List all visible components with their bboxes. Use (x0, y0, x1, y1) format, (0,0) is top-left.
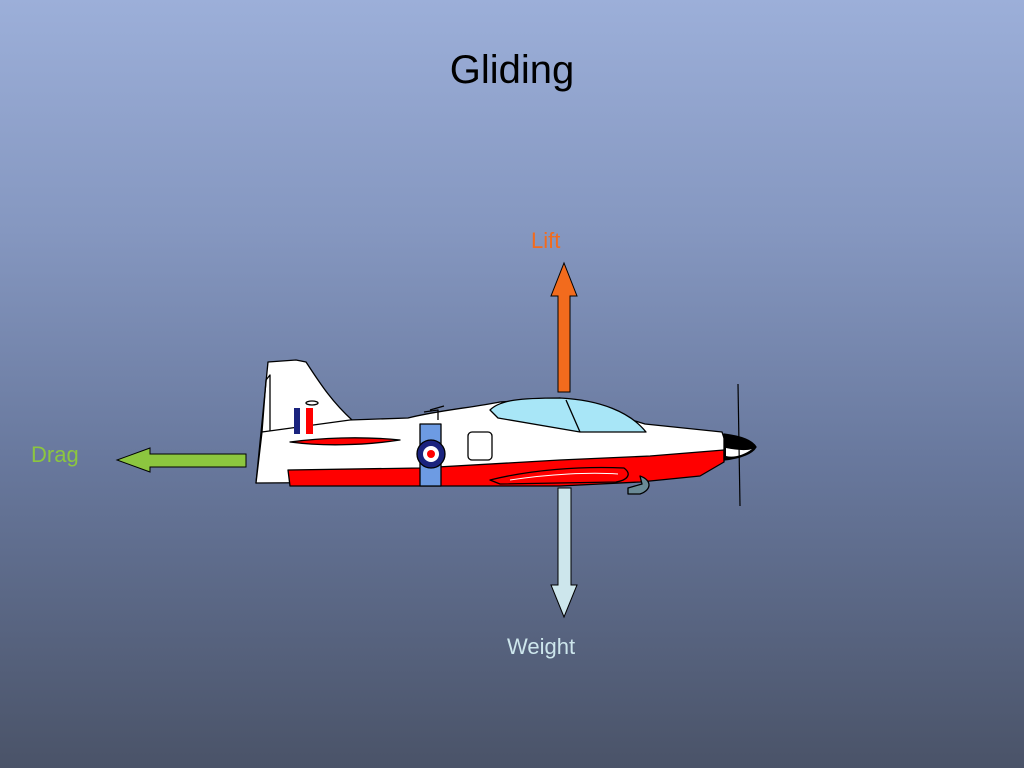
aircraft (255, 359, 757, 507)
wing-highlight (509, 472, 619, 481)
landing-gear (627, 475, 650, 495)
roundel-inner (427, 450, 435, 458)
antenna (423, 405, 445, 420)
slide-title: Gliding (449, 48, 575, 92)
lift-arrow (550, 261, 578, 393)
fin-flash-white (300, 408, 306, 434)
fin-light (305, 400, 319, 406)
weight-label: Weight (507, 634, 576, 659)
lift-label: Lift (531, 228, 561, 253)
canopy (489, 397, 647, 433)
fin-flash-red (306, 408, 313, 434)
wing (489, 466, 629, 485)
drag-arrow (115, 447, 247, 473)
tailplane (289, 437, 401, 446)
propeller (737, 383, 741, 507)
side-window (467, 431, 493, 461)
drag-label: Drag (31, 442, 79, 467)
fin-flash-blue (294, 408, 300, 434)
weight-arrow (550, 487, 578, 619)
canopy-frame (565, 399, 581, 433)
